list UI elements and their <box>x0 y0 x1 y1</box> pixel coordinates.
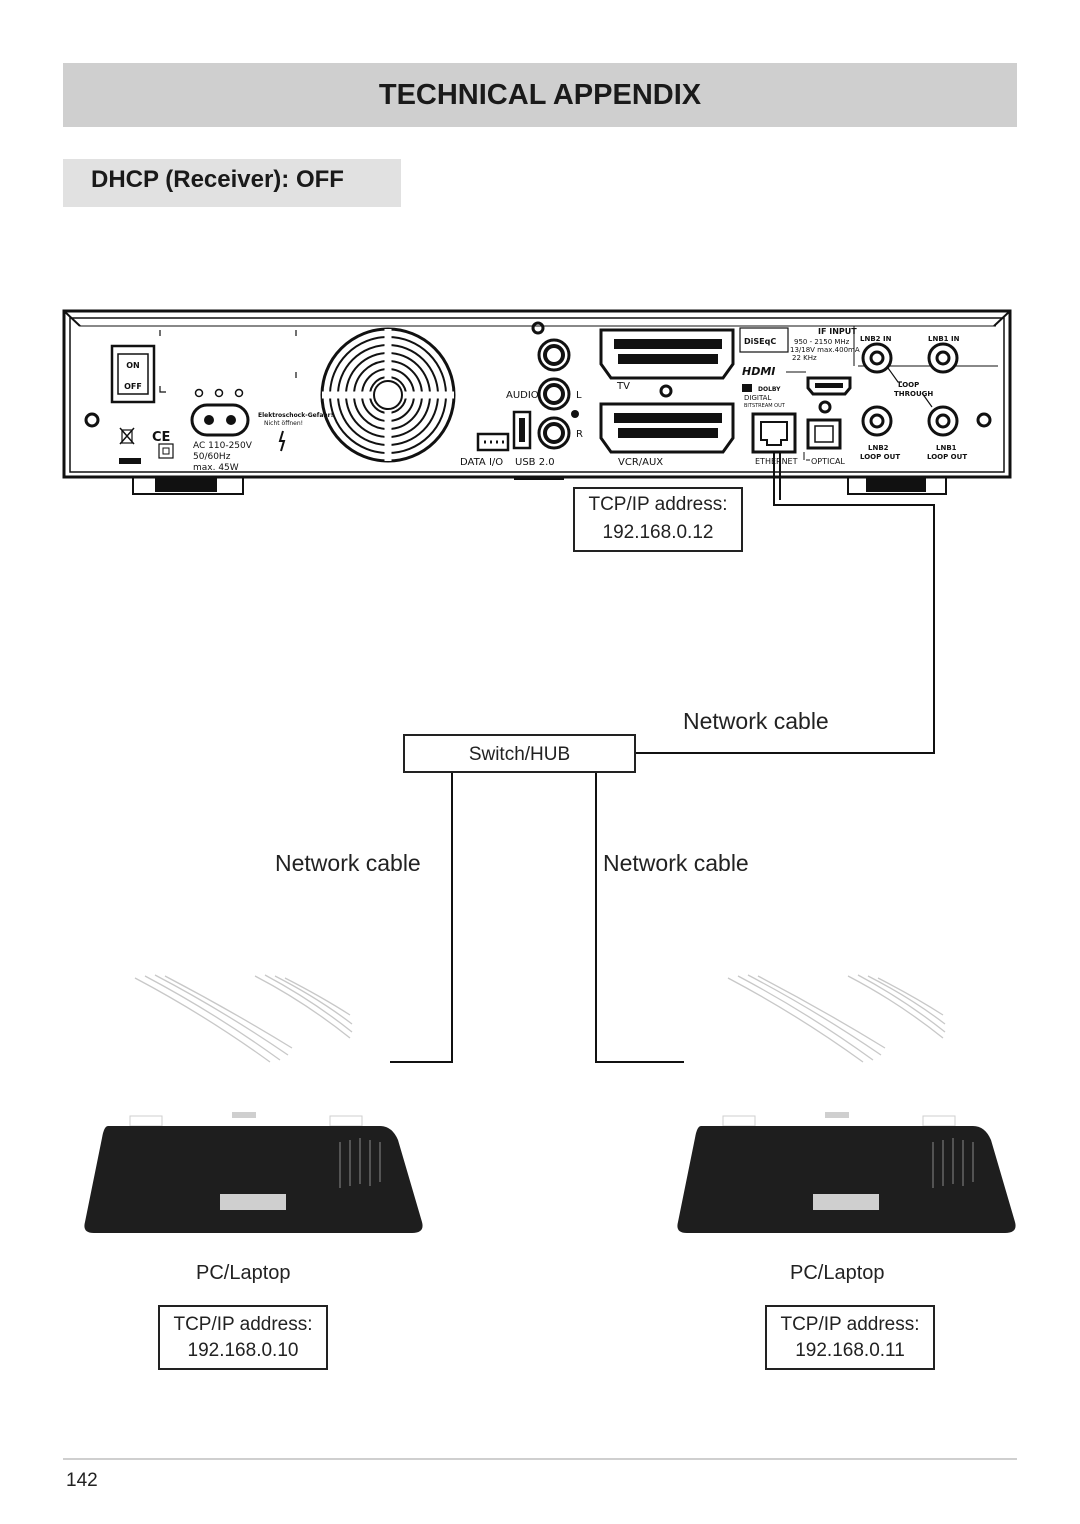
audio-rca-jacks <box>537 338 579 450</box>
power-rating-2: 50/60Hz <box>193 452 231 462</box>
cable-label-left: Network cable <box>275 850 421 876</box>
network-cable-lines <box>390 452 935 1063</box>
loop-label-2: THROUGH <box>894 390 933 398</box>
ethernet-port-icon <box>751 412 797 454</box>
pc-left-tcpip-box: TCP/IP address: 192.168.0.10 <box>158 1305 328 1370</box>
page-number: 142 <box>66 1470 98 1491</box>
scart-tv-port-icon <box>599 328 735 380</box>
cable-label-receiver: Network cable <box>683 708 829 734</box>
warning-text-1: Elektroschock-Gefahr! <box>258 412 333 419</box>
pc-right-label: PC/Laptop <box>790 1262 885 1284</box>
fan-vent-icon <box>320 327 456 463</box>
pc-laptop-left <box>84 974 423 1233</box>
pc-left-tcpip-address: 192.168.0.10 <box>187 1340 299 1361</box>
receiver-tcpip-box: TCP/IP address: 192.168.0.12 <box>573 487 743 552</box>
lnb-connectors-icon <box>861 342 959 437</box>
page-title: TECHNICAL APPENDIX <box>378 78 702 111</box>
page-header: TECHNICAL APPENDIX <box>63 63 1017 127</box>
dolby-label: DOLBY <box>758 386 781 393</box>
data-io-port-icon <box>476 432 510 452</box>
audio-r-label: R <box>576 429 583 440</box>
pc-left-tcpip-label: TCP/IP address: <box>173 1314 313 1335</box>
loop-label-1: LOOP <box>898 381 919 389</box>
switch-off-label: OFF <box>124 382 142 391</box>
receiver-tcpip-label: TCP/IP address: <box>588 494 728 515</box>
pc-left-label: PC/Laptop <box>196 1262 291 1284</box>
pc-laptop-right <box>677 974 1016 1233</box>
section-title: DHCP (Receiver): OFF <box>91 166 344 193</box>
switch-hub-label: Switch/HUB <box>468 744 571 765</box>
hdmi-label: HDMI <box>742 365 775 378</box>
vcr-aux-label: VCR/AUX <box>618 457 663 468</box>
if-spec-3: 22 KHz <box>792 354 817 362</box>
bitstream-out-label: BITSTREAM OUT <box>744 403 786 409</box>
data-io-label: DATA I/O <box>460 457 503 468</box>
diseqc-logo-icon <box>739 327 789 353</box>
warning-text-2: Nicht öffnen! <box>264 420 303 427</box>
if-spec-2: 13/18V max.400mA <box>790 346 860 354</box>
power-rating-1: AC 110-250V <box>193 441 253 451</box>
switch-hub-box: Switch/HUB <box>403 734 636 773</box>
footer-divider <box>63 1458 1017 1460</box>
power-rating-3: max. 45W <box>193 463 239 473</box>
lightning-icon <box>278 430 286 452</box>
optical-label: OPTICAL <box>811 457 845 466</box>
tv-label: TV <box>616 381 630 392</box>
optical-port-icon <box>806 418 842 450</box>
if-input-label: IF INPUT <box>818 327 857 336</box>
lnb1-in-label: LNB1 IN <box>928 335 960 343</box>
pc-right-tcpip-box: TCP/IP address: 192.168.0.11 <box>765 1305 935 1370</box>
dolby-logo-icon <box>742 384 752 392</box>
pc-right-tcpip-label: TCP/IP address: <box>780 1314 920 1335</box>
receiver-back-panel: ON OFF Elektroschock-Gefahr! Nicht öffne… <box>62 309 1012 495</box>
receiver-tcpip-address: 192.168.0.12 <box>602 522 714 543</box>
lnb1-loop-label-1: LNB1 <box>936 444 957 452</box>
if-spec-1: 950 - 2150 MHz <box>794 338 850 346</box>
section-header: DHCP (Receiver): OFF <box>63 159 401 207</box>
diseqc-label: DiSEqC <box>744 337 776 346</box>
scart-vcr-port-icon <box>599 402 735 454</box>
ce-mark-icon: CE <box>152 430 170 445</box>
lnb2-in-label: LNB2 IN <box>860 335 892 343</box>
audio-label: AUDIO <box>506 390 539 401</box>
pc-right-tcpip-address: 192.168.0.11 <box>795 1340 905 1361</box>
switch-on-label: ON <box>126 361 140 370</box>
usb-label: USB 2.0 <box>515 457 555 468</box>
cable-label-right: Network cable <box>603 850 749 876</box>
lnb2-loop-label-2: LOOP OUT <box>860 453 900 461</box>
lnb2-loop-label-1: LNB2 <box>868 444 889 452</box>
digital-label: DIGITAL <box>744 394 771 402</box>
ethernet-label: ETHERNET <box>755 457 798 466</box>
lnb1-loop-label-2: LOOP OUT <box>927 453 967 461</box>
audio-l-label: L <box>576 390 582 401</box>
